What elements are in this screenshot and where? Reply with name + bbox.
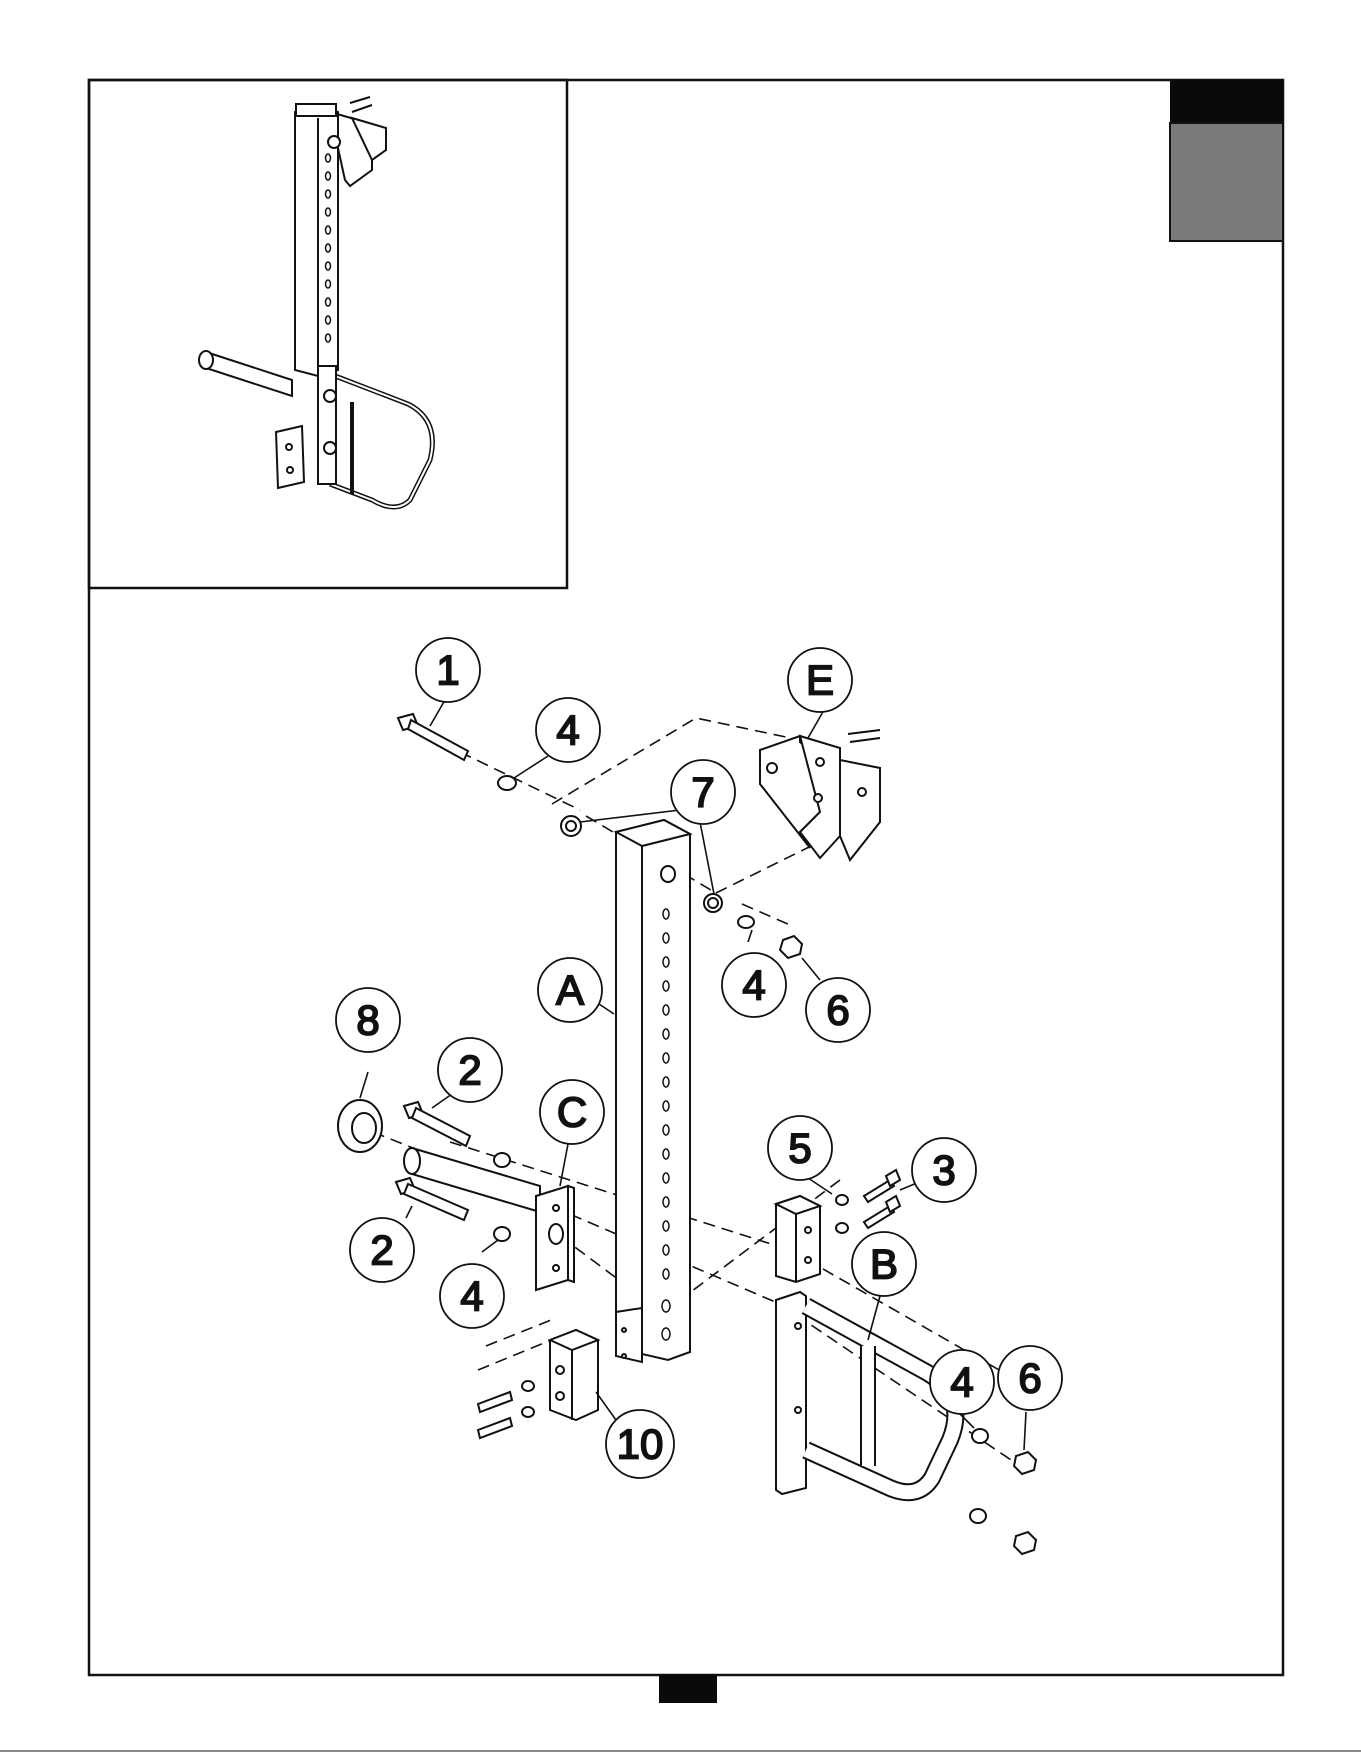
screw-block-10-a (478, 1392, 512, 1412)
svg-text:C: C (557, 1089, 587, 1136)
handle-part-B (776, 1292, 955, 1494)
callout-part-C: C (540, 1080, 604, 1144)
washer-block-10-b (522, 1407, 534, 1417)
svg-text:A: A (556, 967, 584, 1014)
inset-assembly-illustration (199, 97, 432, 507)
screw-block-10-b (478, 1418, 512, 1438)
step-tab-marker (1170, 80, 1283, 241)
bumper-part-8 (338, 1100, 382, 1152)
washer-part-5-a (836, 1195, 848, 1205)
callout-part-4-top: 4 (536, 698, 600, 762)
svg-text:6: 6 (1018, 1355, 1041, 1402)
svg-text:4: 4 (950, 1359, 973, 1406)
callout-part-B: B (852, 1232, 916, 1296)
callout-part-6-bottom: 6 (998, 1346, 1062, 1410)
washer-part-4-right (972, 1429, 988, 1443)
nut-part-6-bottom (1014, 1452, 1036, 1474)
bracket-part-E (760, 730, 880, 860)
svg-text:2: 2 (458, 1047, 481, 1094)
plate-part-C (536, 1186, 574, 1290)
svg-text:2: 2 (370, 1227, 393, 1274)
svg-text:1: 1 (436, 647, 459, 694)
washer-lower-right (970, 1509, 986, 1523)
callout-part-10: 10 (606, 1410, 674, 1478)
svg-text:4: 4 (460, 1273, 483, 1320)
spacer-block-upper (776, 1196, 820, 1282)
upright-part-A (616, 820, 690, 1362)
callout-part-7: 7 (671, 760, 735, 824)
callout-part-A: A (538, 958, 602, 1022)
spacer-block-part-10 (550, 1330, 598, 1420)
washer-part-4-mid (738, 916, 754, 928)
washer-part-4-left (494, 1227, 510, 1241)
svg-text:6: 6 (826, 987, 849, 1034)
svg-text:3: 3 (932, 1147, 955, 1194)
svg-text:B: B (870, 1241, 898, 1288)
washer-block-10-a (522, 1381, 534, 1391)
callout-part-4-left: 4 (440, 1264, 504, 1328)
callout-part-8: 8 (336, 988, 400, 1052)
washer-part-4-top (498, 776, 516, 790)
callout-part-4-mid: 4 (722, 953, 786, 1017)
nut-lower-right (1014, 1532, 1036, 1554)
callout-part-5: 5 (768, 1116, 832, 1180)
callout-part-2-bottom: 2 (350, 1218, 414, 1282)
svg-text:7: 7 (691, 769, 714, 816)
callout-part-3: 3 (912, 1138, 976, 1202)
svg-text:4: 4 (742, 962, 765, 1009)
svg-text:10: 10 (617, 1421, 664, 1468)
callout-part-E: E (788, 648, 852, 712)
exploded-assembly-illustration (338, 700, 1036, 1554)
callout-part-4-right: 4 (930, 1350, 994, 1414)
svg-text:5: 5 (788, 1125, 811, 1172)
nut-part-6-top (780, 936, 802, 958)
bolt-part-2-top (404, 1102, 470, 1146)
callout-bubbles: 1 4 7 E A 4 6 8 2 C 5 3 2 4 B 4 (336, 638, 1062, 1478)
callout-part-1: 1 (416, 638, 480, 702)
callout-part-6-top: 6 (806, 978, 870, 1042)
washer-part-2-top (494, 1153, 510, 1167)
svg-text:E: E (806, 657, 834, 704)
washer-part-5-b (836, 1223, 848, 1233)
svg-text:4: 4 (556, 707, 579, 754)
svg-text:8: 8 (356, 997, 379, 1044)
page-number-tab (659, 1675, 717, 1703)
callout-part-2-top: 2 (438, 1038, 502, 1102)
